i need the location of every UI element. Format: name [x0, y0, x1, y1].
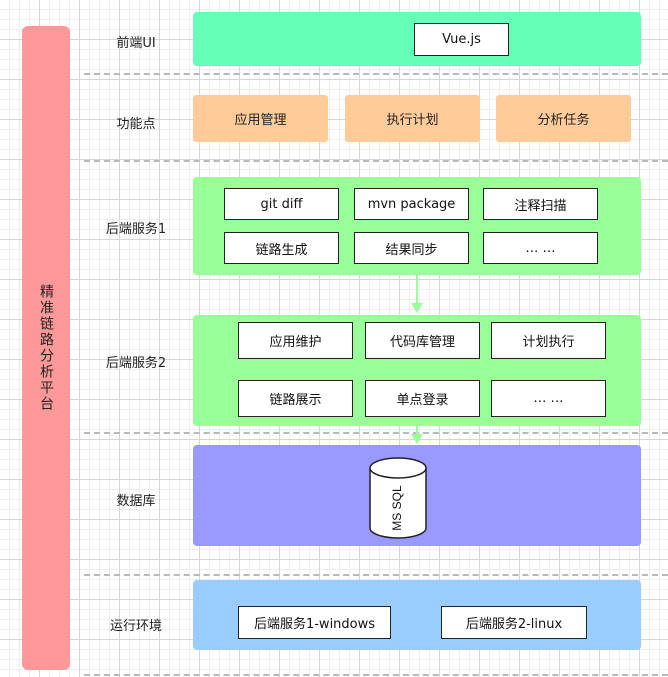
- backend2-item: 单点登录: [365, 380, 480, 417]
- backend2-item: 计划执行: [491, 322, 606, 359]
- separator: [84, 73, 668, 75]
- runtime-linux-box: 后端服务2-linux: [441, 606, 587, 639]
- backend1-item: git diff: [224, 188, 339, 220]
- backend1-item: 结果同步: [354, 232, 469, 264]
- backend1-band: git diff mvn package 注释扫描 链路生成 结果同步 … …: [193, 177, 641, 275]
- database-label: MS SQL: [390, 485, 404, 531]
- flow-arrow: [411, 275, 423, 313]
- feature-execution-plan: 执行计划: [345, 95, 480, 142]
- backend2-item: 代码库管理: [365, 322, 480, 359]
- backend1-item: mvn package: [354, 188, 469, 220]
- row-label-backend2: 后端服务2: [105, 356, 167, 371]
- backend1-item: … …: [483, 232, 598, 264]
- separator: [84, 160, 668, 162]
- separator: [84, 674, 668, 676]
- backend2-band: 应用维护 代码库管理 计划执行 链路展示 单点登录 … …: [193, 315, 641, 426]
- row-label-database: 数据库: [116, 494, 156, 509]
- backend2-item: … …: [491, 380, 606, 417]
- backend1-item: 链路生成: [224, 232, 339, 264]
- backend2-item: 应用维护: [238, 322, 353, 359]
- backend1-item: 注释扫描: [483, 188, 598, 220]
- feature-app-management: 应用管理: [193, 95, 328, 142]
- frontend-band: Vue.js: [193, 12, 641, 66]
- database-cylinder-icon: MS SQL: [369, 457, 427, 539]
- backend2-item: 链路展示: [238, 380, 353, 417]
- row-label-features: 功能点: [116, 117, 156, 132]
- feature-analysis-task: 分析任务: [496, 95, 631, 142]
- row-label-backend1: 后端服务1: [105, 222, 167, 237]
- runtime-windows-box: 后端服务1-windows: [238, 606, 391, 639]
- platform-label: 精准链路分析平台: [38, 284, 54, 412]
- flow-arrow: [411, 424, 423, 444]
- platform-bar: 精准链路分析平台: [22, 26, 70, 670]
- separator: [84, 432, 668, 434]
- row-label-runtime: 运行环境: [109, 619, 162, 634]
- separator: [84, 574, 668, 576]
- vuejs-box: Vue.js: [414, 23, 509, 56]
- runtime-band: 后端服务1-windows 后端服务2-linux: [193, 580, 641, 650]
- row-label-frontend: 前端UI: [116, 36, 156, 51]
